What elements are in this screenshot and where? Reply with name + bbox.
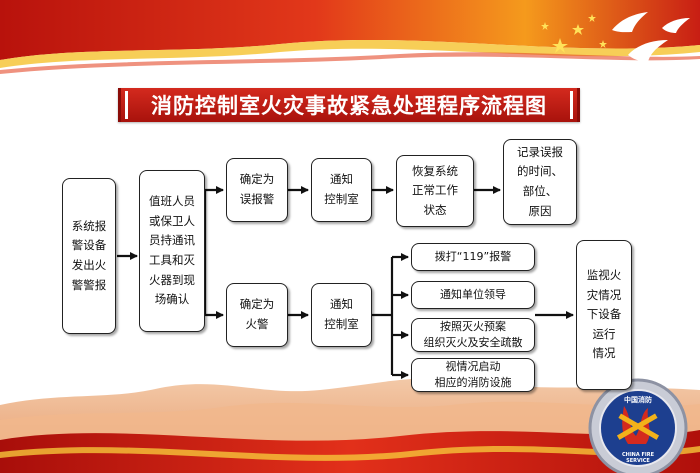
node-notify-leader: 通知单位领导 bbox=[411, 281, 535, 309]
top-banner bbox=[0, 0, 700, 60]
node-confirm-fire-label: 确定为 火警 bbox=[239, 297, 275, 331]
fire-service-emblem-icon: 中国消防 bbox=[588, 378, 688, 473]
node-restore-system-label: 恢复系统 正常工作 状态 bbox=[412, 163, 458, 217]
node-start-facilities-label: 视情况启动 相应的消防设施 bbox=[434, 360, 512, 389]
node-system-alarm-label: 系统报 警设备 发出火 警警报 bbox=[71, 218, 107, 292]
node-notify-leader-label: 通知单位领导 bbox=[440, 288, 506, 302]
node-record-false-label: 记录误报 的时间、 部位、 原因 bbox=[517, 144, 563, 218]
node-restore-system: 恢复系统 正常工作 状态 bbox=[396, 155, 474, 227]
node-notify-control-top-label: 通知 控制室 bbox=[324, 172, 359, 206]
node-fire-plan-label: 按照灭火预案 组织灭火及安全疏散 bbox=[423, 320, 523, 349]
emblem-text: CHINA FIRE SERVICE bbox=[621, 452, 655, 464]
node-notify-control-bottom: 通知 控制室 bbox=[311, 283, 372, 347]
bottom-ribbon bbox=[0, 430, 700, 473]
node-confirm-fire: 确定为 火警 bbox=[226, 283, 288, 347]
dove-icons bbox=[612, 12, 690, 62]
title-bar: 消防控制室火灾事故紧急处理程序流程图 bbox=[118, 88, 580, 122]
node-false-alarm: 确定为 误报警 bbox=[226, 158, 288, 222]
star-icons bbox=[541, 14, 607, 53]
node-call-119-label: 拨打“119”报警 bbox=[434, 250, 512, 264]
node-call-119: 拨打“119”报警 bbox=[411, 243, 535, 271]
svg-text:中国消防: 中国消防 bbox=[624, 395, 652, 404]
node-notify-control-top: 通知 控制室 bbox=[311, 158, 372, 222]
node-monitor-label: 监视火 灾情况 下设备 运行 情况 bbox=[586, 268, 622, 361]
node-false-alarm-label: 确定为 误报警 bbox=[239, 172, 275, 206]
node-fire-plan: 按照灭火预案 组织灭火及安全疏散 bbox=[411, 318, 535, 352]
node-start-facilities: 视情况启动 相应的消防设施 bbox=[411, 358, 535, 392]
node-record-false: 记录误报 的时间、 部位、 原因 bbox=[503, 139, 577, 225]
node-system-alarm: 系统报 警设备 发出火 警警报 bbox=[62, 178, 116, 334]
node-duty-confirm: 值班人员 或保卫人 员持通讯 工具和灭 火器到现 场确认 bbox=[139, 170, 205, 332]
page-title: 消防控制室火灾事故紧急处理程序流程图 bbox=[151, 94, 547, 118]
node-duty-confirm-label: 值班人员 或保卫人 员持通讯 工具和灭 火器到现 场确认 bbox=[149, 194, 195, 307]
node-notify-control-bottom-label: 通知 控制室 bbox=[324, 297, 359, 331]
node-monitor: 监视火 灾情况 下设备 运行 情况 bbox=[576, 240, 632, 390]
